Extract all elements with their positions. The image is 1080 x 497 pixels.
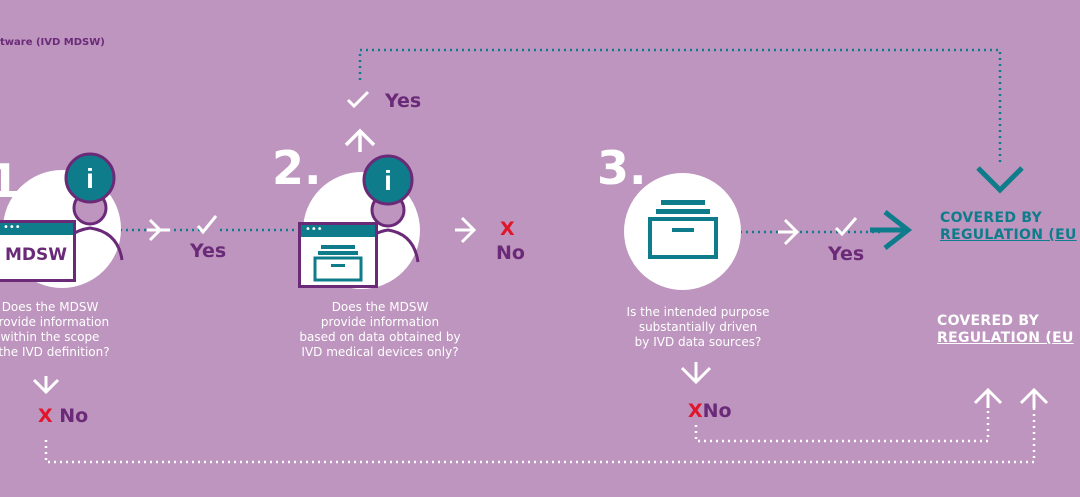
check-icon bbox=[196, 215, 218, 235]
browser-window-icon: ••• bbox=[298, 222, 378, 288]
yes-label: Yes bbox=[828, 243, 865, 265]
check-icon bbox=[346, 90, 370, 109]
svg-text:i: i bbox=[86, 163, 94, 194]
outcome-bottom: COVERED BY REGULATION (EU bbox=[937, 313, 1074, 346]
no-answer: XNo bbox=[688, 400, 732, 422]
step-2-question: Does the MDSW provide information based … bbox=[299, 300, 461, 359]
svg-text:i: i bbox=[384, 165, 392, 196]
teal-down-arrow-icon bbox=[976, 166, 1024, 194]
x-mark: X bbox=[500, 218, 515, 240]
arrow-up-icon bbox=[1019, 387, 1049, 405]
arrow-up-icon bbox=[973, 387, 1003, 405]
no-answer: X No bbox=[38, 405, 89, 427]
step-number: 2. bbox=[272, 141, 322, 195]
step-1-question: Does the MDSW provide information within… bbox=[0, 300, 110, 359]
top-loop-connector bbox=[358, 48, 1002, 165]
yes-label: Yes bbox=[385, 90, 422, 112]
no-label: No bbox=[496, 242, 525, 264]
yes-label: Yes bbox=[190, 240, 227, 262]
archive-box-icon bbox=[313, 245, 363, 282]
browser-window-icon: ••• MDSW bbox=[0, 220, 76, 282]
check-icon bbox=[834, 217, 858, 237]
arrow-up-icon bbox=[344, 128, 376, 147]
outcome-top: COVERED BY REGULATION (EU bbox=[940, 210, 1077, 243]
step-number: 3. bbox=[597, 141, 647, 195]
diagram-title: tware (IVD MDSW) bbox=[0, 37, 105, 48]
step-3-question: Is the intended purpose substantially dr… bbox=[626, 305, 770, 349]
mdsw-label: MDSW bbox=[4, 245, 68, 265]
